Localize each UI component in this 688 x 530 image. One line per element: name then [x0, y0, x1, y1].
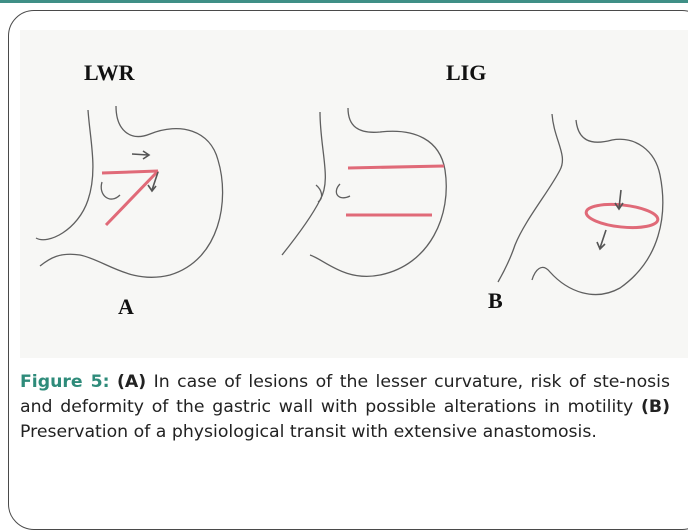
caption-tag-b: (B) [641, 397, 670, 417]
incision-lines-middle [346, 166, 444, 215]
stomach-sketch-middle [282, 108, 446, 276]
figure-image: LWR LIG A B [20, 30, 688, 358]
caption-tag-a: (A) [117, 372, 146, 392]
label-lig: LIG [446, 60, 486, 86]
figure-caption: Figure 5: (A) In case of lesions of the … [20, 370, 670, 445]
panel-label-a: A [118, 294, 134, 320]
caption-figure-number: Figure 5: [20, 372, 110, 392]
panel-label-b: B [488, 288, 503, 314]
incision-lines-a [102, 171, 158, 225]
top-accent-bar [0, 0, 688, 3]
caption-text-b: Preservation of a physiological transit … [20, 422, 597, 442]
stomach-sketch-b [498, 114, 663, 295]
arrows-b [597, 190, 623, 249]
label-lwr: LWR [84, 60, 135, 86]
stomach-sketch-a [36, 106, 223, 277]
